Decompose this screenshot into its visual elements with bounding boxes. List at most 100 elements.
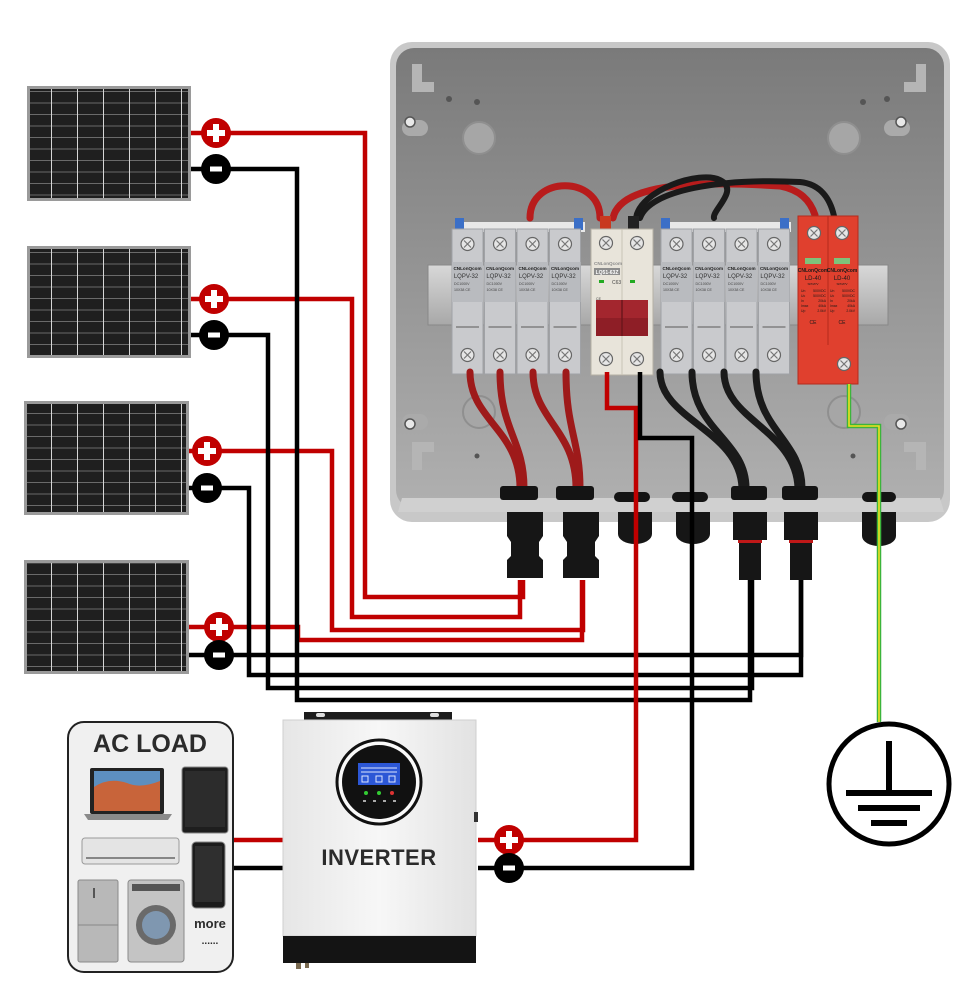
fuse-model: LQPV-32 [760,274,785,280]
fuse-size: 10X38 CE [696,288,713,292]
ac-load-title: AC LOAD [93,730,207,758]
spd-spec-value: 20kA [818,299,826,303]
fuse-size: 10X38 CE [552,288,569,292]
fuse-brand: CNLonQcom [760,266,788,271]
breaker-rating: C63 [612,280,621,286]
panel-2-negative-badge [199,320,229,350]
fuse-brand: CNLonQcom [662,266,690,271]
fuse-model: LQPV-32 [519,274,544,280]
ac-load-panel: AC LOAD [67,721,234,973]
fuse-model: LQPV-32 [454,274,479,280]
panel-1-positive-badge [201,118,231,148]
panel-4-positive-badge [204,612,234,642]
spd-spec-key: Uc [830,294,834,298]
fuse-rail-cap [455,222,585,232]
fuse-brand: CNLonQcom [727,266,755,271]
fuse-size: 10X38 CE [487,288,504,292]
fuse-brand: CNLonQcom [486,266,514,271]
spd-model: LD-40 [834,276,851,282]
cable-glands [500,486,896,502]
spd-type: SPD/PV [807,282,818,286]
wire-ground-yellow [848,384,880,722]
spd-spec-value: 500VDC [842,289,855,293]
ac-load-more-label: more [194,916,226,931]
enclosure-screws [402,96,910,459]
fuse-brand: CNLonQcom [695,266,723,271]
wire-panel-2-negative [191,332,755,691]
spd-spec-value: 500VDC [842,294,855,298]
spd-spec-value: 2.0kV [817,309,826,313]
spd-brand: CNLonQcom [827,268,858,274]
inverter: INVERTER [282,712,478,969]
spd-spec-key: Up [830,309,834,313]
fuse-size: 10X38 CE [663,288,680,292]
spd-spec-value: 500VDC [813,289,826,293]
solar-panel-2 [27,246,191,358]
ground-symbol-icon [826,721,952,847]
panel-3-positive-badge [192,436,222,466]
fuse-rating: DC1000V [728,282,744,286]
inverter-bottom-terminals [296,963,309,969]
fuse-rating: DC1000V [487,282,503,286]
ac-load-ellipsis: ...... [202,936,219,947]
wire-panel-4-negative [189,580,804,658]
panel-2-positive-badge [199,284,229,314]
fuse-brand: CNLonQcom [551,266,579,271]
spd-spec-key: In [801,299,804,303]
spd-spec-key: Un [801,289,805,293]
wire-breaker-positive-to-inverter [478,372,639,843]
fuse-model: LQPV-32 [486,274,511,280]
refrigerator-icon [77,879,119,963]
spd-spec-value: 2.0kV [846,309,855,313]
spd-spec-value: 40kA [818,304,826,308]
panel-1-negative-badge [201,154,231,184]
fuse-model: LQPV-32 [663,274,688,280]
polarity-badges [192,118,524,883]
solar-panel-1 [27,86,191,201]
solar-panel-4 [24,560,189,674]
fuse-model: LQPV-32 [728,274,753,280]
fuse-rating: DC1000V [454,282,470,286]
fuse-brand: CNLonQcom [453,266,481,271]
spd-mark: CE [810,320,818,326]
enclosure-knockouts [462,121,861,429]
spd-spec-value: 500VDC [813,294,826,298]
inverter-negative-badge [494,853,524,883]
fuse-rating: DC1000V [519,282,535,286]
spd-spec-key: In [830,299,833,303]
breaker-brand: CNLonQcom [594,261,622,266]
spd-mark: CE [839,320,847,326]
fuse-brand: CNLonQcom [518,266,546,271]
breaker-model: LQ51-63Z [596,270,619,276]
mc4-connectors [507,512,896,580]
fuse-model: LQPV-32 [551,274,576,280]
spd-model: LD-40 [805,276,822,282]
fuse-size: 10X38 CE [519,288,536,292]
fuse-model: LQPV-32 [695,274,720,280]
fuse-rating: DC1000V [552,282,568,286]
inverter-label: INVERTER [321,845,436,870]
spd-spec-key: Imax [801,304,809,308]
fuse-size: 10X38 CE [728,288,745,292]
tablet-icon [181,766,229,834]
wire-breaker-negative-to-inverter [478,372,695,871]
fuse-rating: DC1000V [761,282,777,286]
spd-spec-value: 40kA [847,304,855,308]
spd-brand: CNLonQcom [798,268,829,274]
internal-bus-wires [526,174,837,222]
inverter-display[interactable] [335,738,423,826]
spd-spec-key: Uc [801,294,805,298]
